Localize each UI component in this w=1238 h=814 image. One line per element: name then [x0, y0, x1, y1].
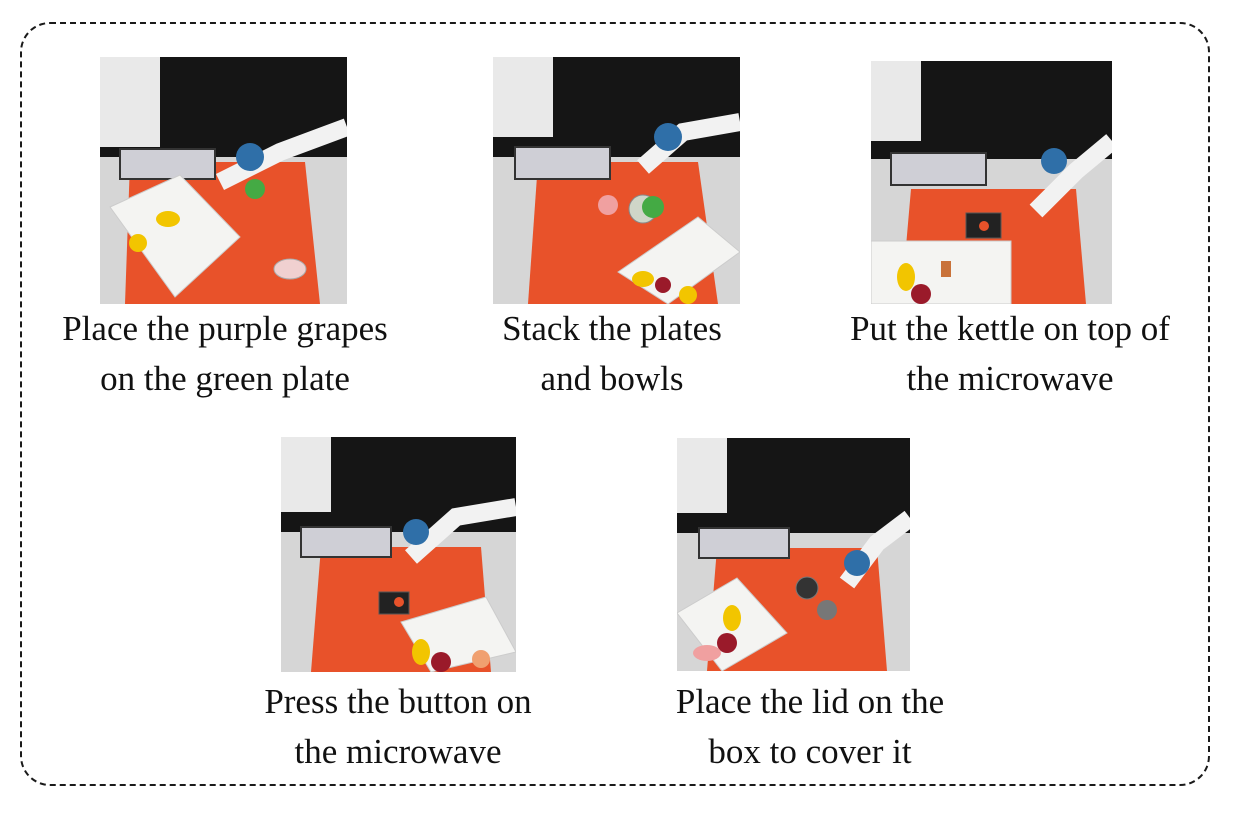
task-caption-stack: Stack the plates and bowls: [412, 304, 812, 404]
task-photo-grapes: [100, 57, 347, 304]
task-caption-grapes: Place the purple grapes on the green pla…: [25, 304, 425, 404]
task-caption-lid: Place the lid on the box to cover it: [610, 677, 1010, 777]
caption-line: Put the kettle on top of: [850, 309, 1170, 348]
task-photo-stack: [493, 57, 740, 304]
caption-line: Place the lid on the: [675, 682, 945, 721]
caption-line: Press the button on: [264, 682, 532, 721]
task-caption-kettle: Put the kettle on top of the microwave: [810, 304, 1210, 404]
caption-line: the microwave: [294, 732, 502, 771]
caption-line: box to cover it: [708, 732, 912, 771]
task-photo-microwave-button: [281, 437, 516, 672]
caption-line: and bowls: [540, 359, 684, 398]
task-photo-kettle: [871, 61, 1112, 304]
task-photo-lid: [677, 438, 910, 671]
caption-line: on the green plate: [100, 359, 350, 398]
caption-line: Place the purple grapes: [62, 309, 388, 348]
task-caption-microwave-button: Press the button on the microwave: [198, 677, 598, 777]
caption-line: the microwave: [906, 359, 1114, 398]
caption-line: Stack the plates: [502, 309, 722, 348]
dashed-border-frame: [20, 22, 1210, 786]
